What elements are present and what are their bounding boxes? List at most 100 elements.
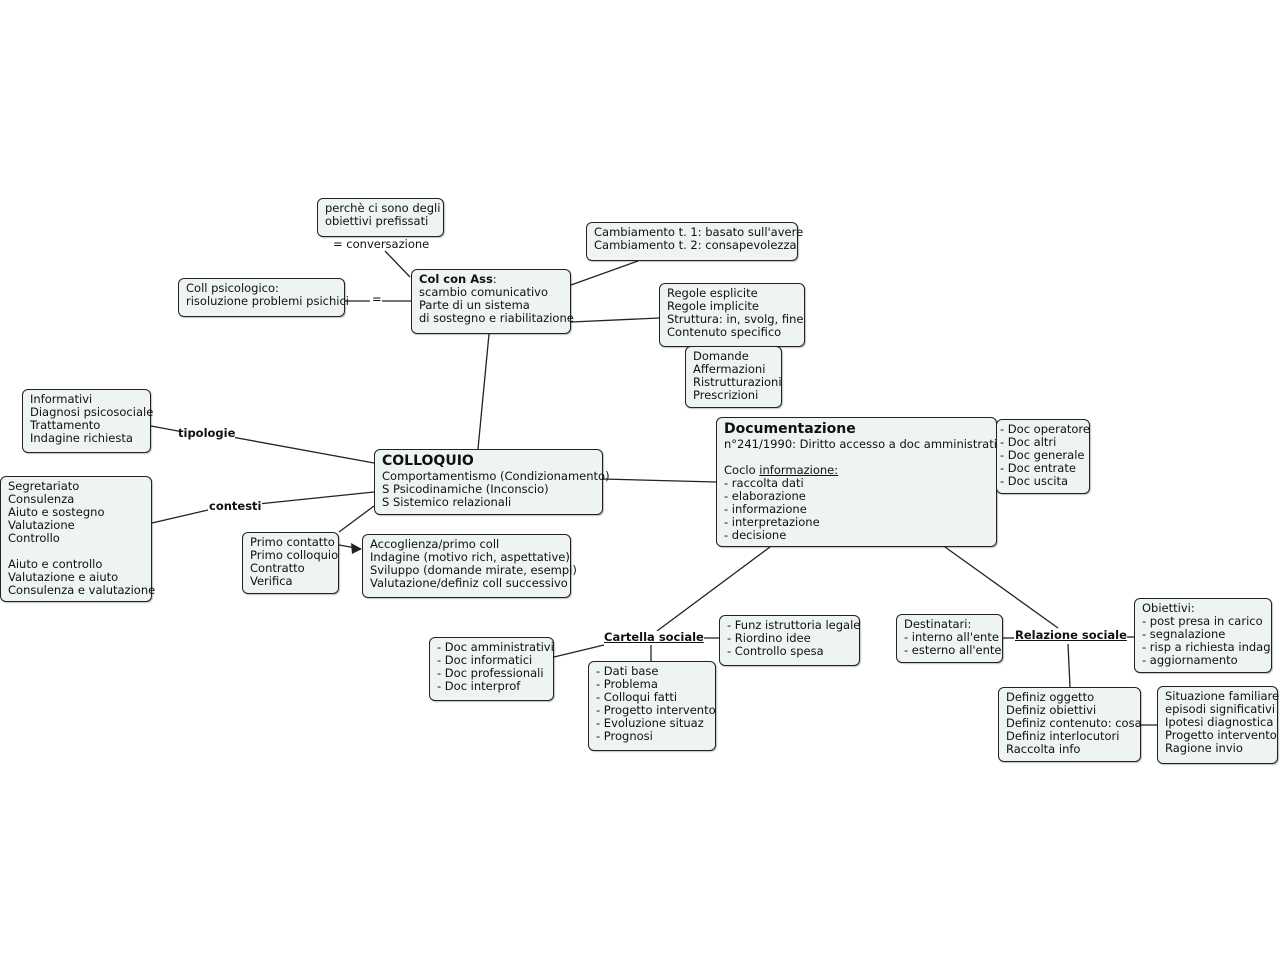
documentazione-law: n°241/1990: Diritto accesso a doc ammini…	[724, 437, 1007, 451]
node-obiettivi: Obiettivi: - post presa in carico - segn…	[1134, 598, 1272, 673]
node-line: - Doc amministrativi	[437, 640, 554, 654]
link-colloquio-primocontatto	[338, 505, 375, 533]
node-line: Parte di un sistema	[419, 298, 530, 312]
label-contesti: contesti	[209, 499, 262, 513]
node-line: Accoglienza/primo coll	[370, 537, 500, 551]
node-line: obiettivi prefissati	[325, 214, 429, 228]
node-line: Progetto intervento	[1165, 728, 1277, 742]
node-documentazione: Documentazione n°241/1990: Diritto acces…	[716, 417, 1007, 547]
node-line: Prescrizioni	[693, 388, 759, 402]
node-line: - post presa in carico	[1142, 614, 1263, 628]
label-tipologie: tipologie	[178, 426, 236, 440]
documentazione-ciclo: Coclo informazione:	[724, 464, 989, 477]
link-relazione-definiz	[1067, 643, 1071, 688]
node-line: Ristrutturazioni	[693, 375, 782, 389]
node-line: di sostegno e riabilitazione	[419, 311, 574, 325]
link-colloquio-documentazione	[601, 478, 717, 483]
ciclo-word: informazione:	[759, 463, 839, 477]
node-line: Contratto	[250, 561, 305, 575]
link-colloquio-contesti	[257, 491, 375, 505]
node-line: - Funz istruttoria legale	[727, 618, 861, 632]
node-line: - Progetto intervento	[596, 703, 716, 717]
node-col-con-ass: Col con Ass: scambio comunicativo Parte …	[411, 269, 574, 334]
node-primo-contatto: Primo contatto Primo colloquio Contratto…	[242, 532, 339, 594]
node-doc-tipi: - Doc operatore - Doc altri - Doc genera…	[996, 419, 1090, 494]
node-line: Cambiamento t. 1: basato sull'avere	[594, 225, 804, 239]
col-con-ass-title: Col con Ass	[419, 272, 493, 286]
node-line: Definiz contenuto: cosa	[1006, 716, 1142, 730]
node-line: Raccolta info	[1006, 742, 1081, 756]
node-line: - Doc professionali	[437, 666, 544, 680]
node-cambiamento: Cambiamento t. 1: basato sull'avere Camb…	[586, 222, 804, 261]
node-line: - segnalazione	[1142, 627, 1226, 641]
node-line: Consulenza	[8, 492, 75, 506]
node-line: - elaborazione	[724, 489, 806, 503]
link-colconass-regole	[570, 317, 660, 323]
node-line: Valutazione	[8, 518, 75, 532]
node-line: - Doc operatore	[1000, 422, 1090, 436]
node-line: Primo colloquio	[250, 548, 339, 562]
node-line: Consulenza e valutazione	[8, 583, 156, 597]
link-documentazione-cartella	[656, 546, 771, 632]
node-line: S Psicodinamiche (Inconscio)	[382, 482, 549, 496]
documentazione-title: Documentazione	[724, 421, 856, 437]
node-line: Indagine (motivo rich, aspettative)	[370, 550, 570, 564]
node-line: Informativi	[30, 392, 93, 406]
node-line: Cambiamento t. 2: consapevolezza	[594, 238, 797, 252]
link-contesti-segretariato	[151, 509, 209, 524]
node-line: Struttura: in, svolg, fine	[667, 312, 804, 326]
node-line: Trattamento	[30, 418, 101, 432]
node-accoglienza: Accoglienza/primo coll Indagine (motivo …	[362, 534, 577, 598]
node-line: Valutazione/definiz coll successivo	[370, 576, 568, 590]
node-line: - decisione	[724, 528, 787, 542]
node-line: - Problema	[596, 677, 658, 691]
node-line: - Riordino idee	[727, 631, 811, 645]
node-line: Segretariato	[8, 479, 80, 493]
node-line: Definiz oggetto	[1006, 690, 1095, 704]
node-line: - interno all'ente	[904, 630, 999, 644]
node-coll-psicologico: Coll psicologico: risoluzione problemi p…	[178, 278, 349, 317]
node-line: Destinatari:	[904, 617, 972, 631]
node-line: - Doc generale	[1000, 448, 1085, 462]
label-equals: =	[372, 292, 382, 306]
node-line: Ipotesi diagnostica	[1165, 715, 1274, 729]
node-line: - Doc interprof	[437, 679, 521, 693]
node-line: - raccolta dati	[724, 476, 804, 490]
link-colconass-perche	[384, 250, 411, 278]
node-line: Regole esplicite	[667, 286, 758, 300]
node-line: Valutazione e aiuto	[8, 570, 119, 584]
label-cartella-sociale: Cartella sociale	[604, 630, 704, 644]
node-line: - Evoluzione situaz	[596, 716, 704, 730]
node-line: Controllo	[8, 531, 60, 545]
colloquio-title: COLLOQUIO	[382, 453, 474, 469]
node-line: risoluzione problemi psichici	[186, 294, 349, 308]
node-line: Aiuto e controllo	[8, 557, 103, 571]
link-tipologie-informativi	[150, 425, 179, 432]
node-line: Coll psicologico:	[186, 281, 279, 295]
node-line: - Doc uscita	[1000, 474, 1069, 488]
node-line: scambio comunicativo	[419, 285, 548, 299]
node-line: Definiz obiettivi	[1006, 703, 1097, 717]
node-line: Domande	[693, 349, 749, 363]
node-line: Ragione invio	[1165, 741, 1243, 755]
node-domande: Domande Affermazioni Ristrutturazioni Pr…	[685, 346, 782, 408]
node-line: Primo contatto	[250, 535, 335, 549]
node-line: Sviluppo (domande mirate, esempi)	[370, 563, 577, 577]
node-funz: - Funz istruttoria legale - Riordino ide…	[719, 615, 860, 666]
node-line: Obiettivi:	[1142, 601, 1195, 615]
node-line: - Colloqui fatti	[596, 690, 678, 704]
node-line: - interpretazione	[724, 515, 820, 529]
node-line: - Doc entrate	[1000, 461, 1076, 475]
arrow-head	[351, 543, 362, 554]
node-line: - informazione	[724, 502, 807, 516]
ciclo-prefix: Coclo	[724, 463, 760, 477]
link-colloquio-colconass	[477, 333, 490, 450]
node-line: S Sistemico relazionali	[382, 495, 512, 509]
node-line: - Controllo spesa	[727, 644, 824, 658]
node-line: - Doc altri	[1000, 435, 1057, 449]
node-line: Regole implicite	[667, 299, 759, 313]
node-line: Situazione familiare	[1165, 689, 1280, 703]
node-definiz: Definiz oggetto Definiz obiettivi Defini…	[998, 687, 1142, 762]
node-line: Verifica	[250, 574, 293, 588]
